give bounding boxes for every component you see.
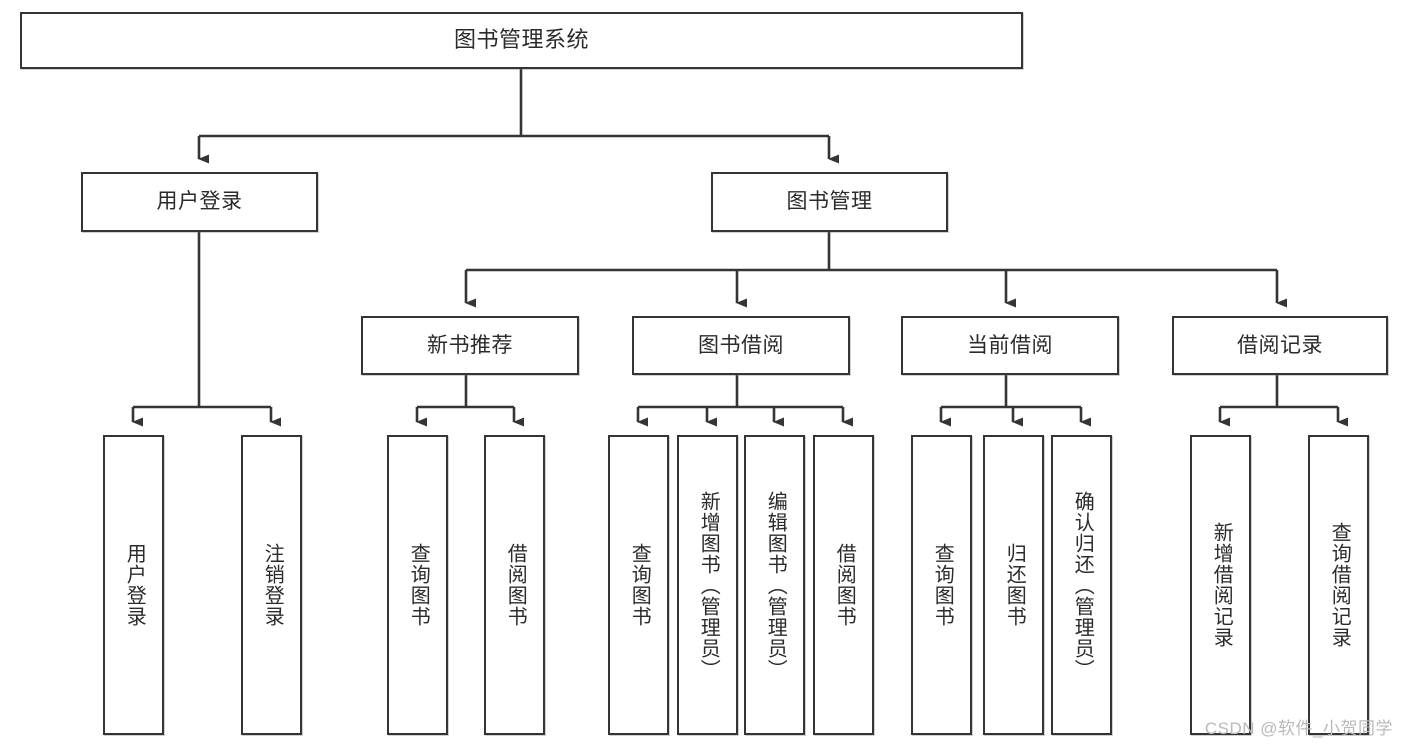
node-leaf-borrow-book-1[interactable]: 借阅图书 xyxy=(484,435,545,735)
node-root[interactable]: 图书管理系统 xyxy=(20,12,1023,69)
node-label: 新增图书（管理员） xyxy=(697,490,720,680)
node-label: 确认归还（管理员） xyxy=(1071,490,1094,680)
node-label: 用户登录 xyxy=(156,190,243,214)
node-label: 注销登录 xyxy=(261,543,284,627)
node-leaf-borrow-book-2[interactable]: 借阅图书 xyxy=(813,435,874,735)
node-label: 图书借阅 xyxy=(698,333,784,357)
node-new-book-recommend[interactable]: 新书推荐 xyxy=(361,316,579,375)
node-label: 查询图书 xyxy=(628,543,651,627)
node-label: 查询图书 xyxy=(407,543,430,627)
node-label: 借阅图书 xyxy=(504,543,527,627)
node-label: 图书管理 xyxy=(786,190,873,214)
node-leaf-query-book-2[interactable]: 查询图书 xyxy=(608,435,669,735)
node-leaf-logout-login[interactable]: 注销登录 xyxy=(241,435,302,735)
node-book-borrow[interactable]: 图书借阅 xyxy=(632,316,850,375)
node-label: 用户登录 xyxy=(123,543,146,627)
node-leaf-add-book-admin[interactable]: 新增图书（管理员） xyxy=(677,435,738,735)
node-leaf-add-borrow-record[interactable]: 新增借阅记录 xyxy=(1190,435,1251,735)
node-label: 借阅图书 xyxy=(833,543,856,627)
node-label: 查询借阅记录 xyxy=(1328,522,1351,648)
node-leaf-user-login[interactable]: 用户登录 xyxy=(103,435,164,735)
node-leaf-query-book-1[interactable]: 查询图书 xyxy=(387,435,448,735)
node-leaf-return-book[interactable]: 归还图书 xyxy=(983,435,1044,735)
node-label: 归还图书 xyxy=(1003,543,1026,627)
node-current-borrow[interactable]: 当前借阅 xyxy=(901,316,1119,375)
node-label: 新增借阅记录 xyxy=(1210,522,1233,648)
node-label: 新书推荐 xyxy=(427,333,513,357)
node-borrow-record[interactable]: 借阅记录 xyxy=(1172,316,1388,375)
node-user-login[interactable]: 用户登录 xyxy=(81,172,318,232)
node-leaf-edit-book-admin[interactable]: 编辑图书（管理员） xyxy=(744,435,805,735)
node-label: 当前借阅 xyxy=(967,333,1053,357)
csdn-watermark: CSDN @软件_小贺同学 xyxy=(1204,719,1393,738)
node-leaf-query-borrow-record[interactable]: 查询借阅记录 xyxy=(1308,435,1369,735)
node-label: 借阅记录 xyxy=(1237,333,1323,357)
node-label: 图书管理系统 xyxy=(453,27,589,53)
node-label: 编辑图书（管理员） xyxy=(764,490,787,680)
node-label: 查询图书 xyxy=(931,543,954,627)
node-leaf-query-book-3[interactable]: 查询图书 xyxy=(911,435,972,735)
node-book-manage[interactable]: 图书管理 xyxy=(711,172,948,232)
node-leaf-confirm-return-admin[interactable]: 确认归还（管理员） xyxy=(1051,435,1112,735)
